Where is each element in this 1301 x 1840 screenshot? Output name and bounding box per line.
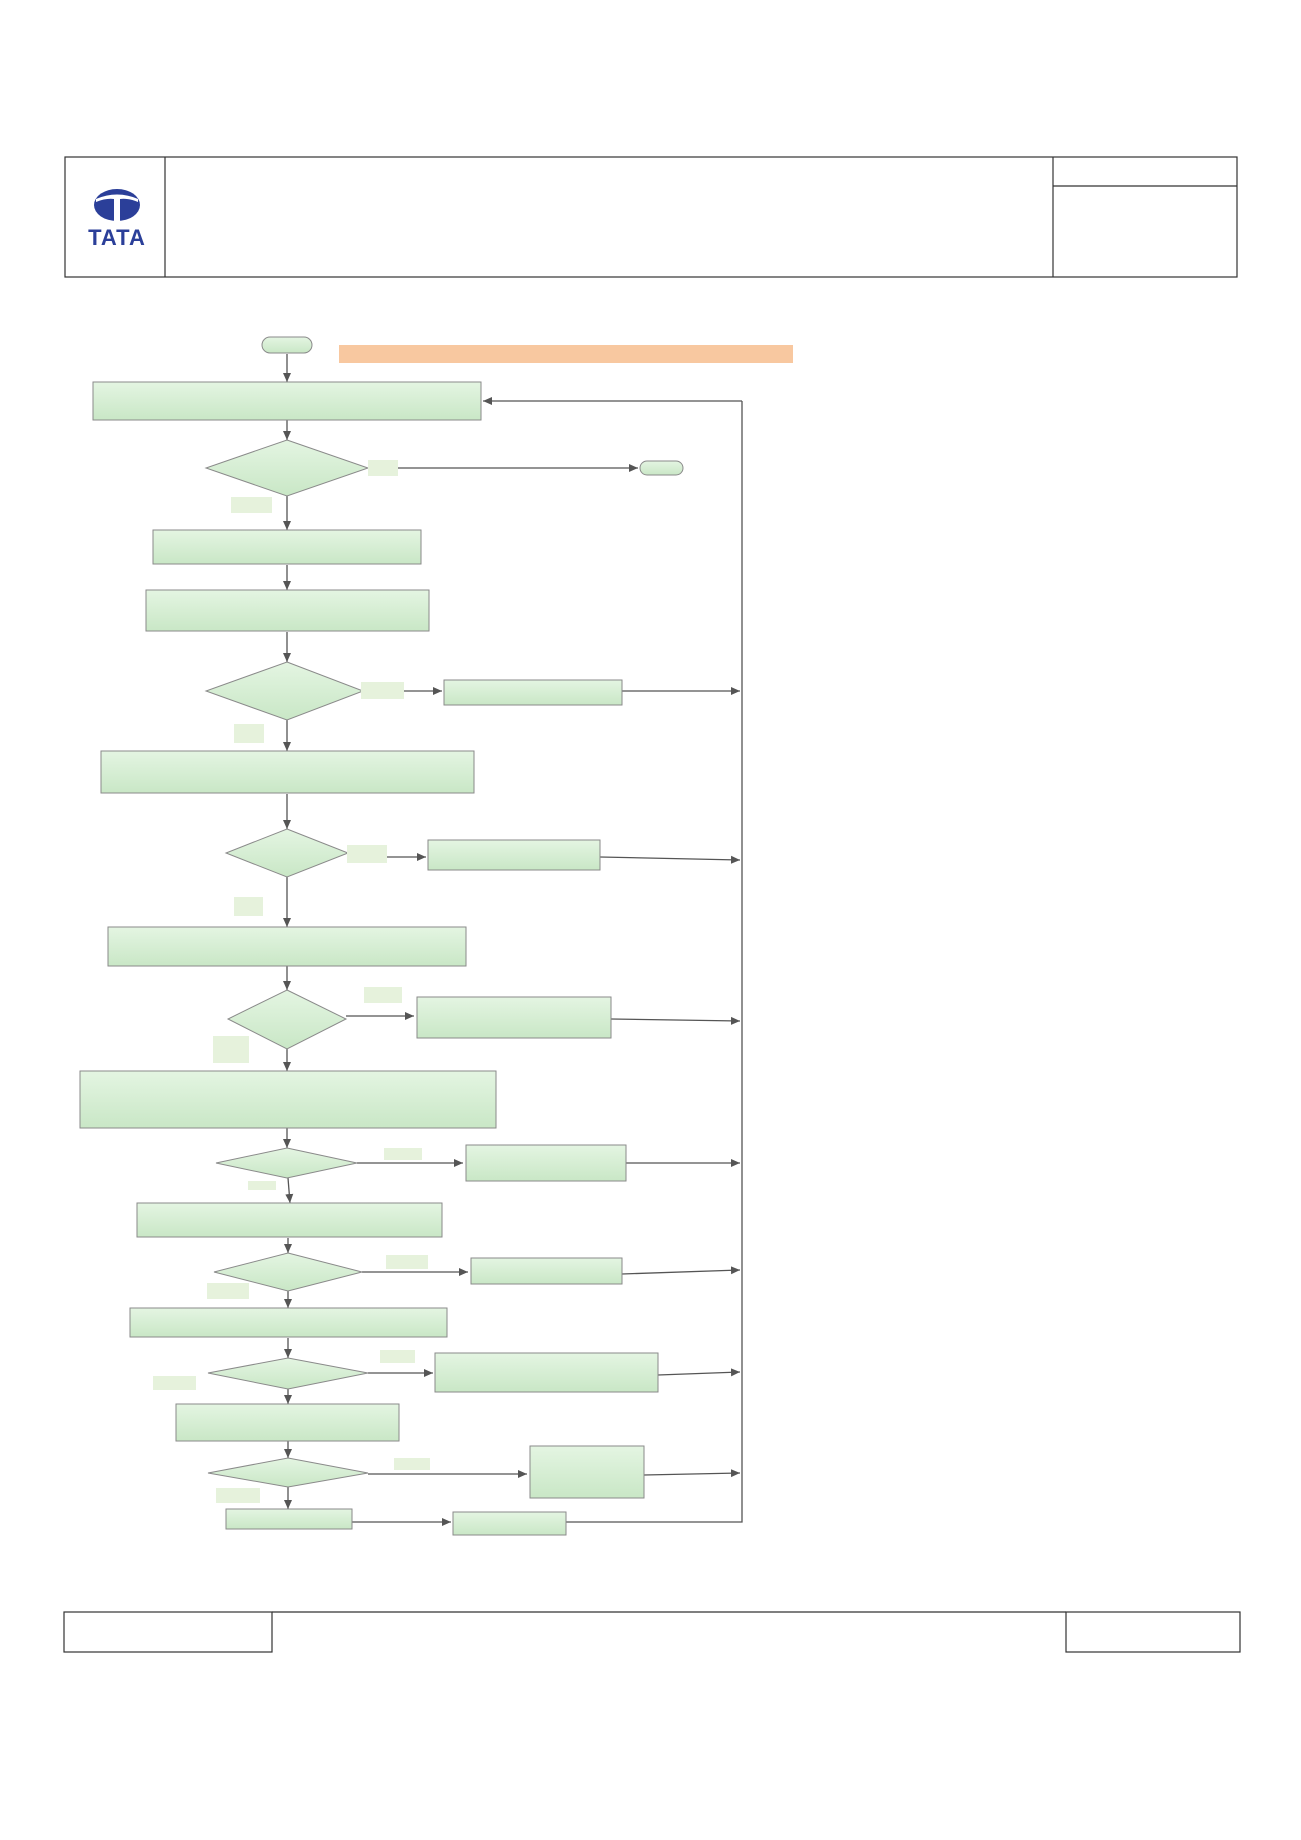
branch-box-7	[529, 1445, 645, 1499]
process-box-10	[225, 1508, 353, 1530]
branch-label	[153, 1376, 196, 1390]
branch-label	[380, 1350, 415, 1363]
branch-label	[234, 724, 264, 743]
terminals	[261, 336, 684, 476]
footer-left-box	[63, 1611, 273, 1653]
process-box-7	[136, 1202, 443, 1238]
footer-right-box	[1065, 1611, 1241, 1653]
branch-label	[231, 497, 272, 513]
decision-3	[224, 828, 350, 878]
branch-label	[361, 682, 404, 699]
branch-label	[234, 897, 263, 916]
branch-label	[368, 460, 398, 476]
branch-box-3	[416, 996, 612, 1039]
branch-box-1	[443, 679, 623, 706]
title-banner	[339, 345, 793, 363]
branch-label	[384, 1148, 422, 1160]
branch-label	[386, 1255, 428, 1269]
branch-box-8	[452, 1511, 567, 1536]
branch-box-5	[470, 1257, 623, 1285]
process-box-8	[129, 1307, 448, 1338]
branch-label	[364, 987, 402, 1003]
branch-label	[216, 1488, 260, 1503]
process-box-1	[92, 381, 482, 421]
decision-5	[215, 1147, 358, 1179]
end-terminal	[639, 460, 684, 476]
decision-7	[207, 1357, 369, 1390]
branch-box-2	[427, 839, 601, 871]
process-box-2	[152, 529, 422, 565]
header-frame	[64, 156, 1238, 278]
document-footer	[63, 1611, 1241, 1653]
branch-box-6	[434, 1352, 659, 1393]
decision-8	[207, 1457, 369, 1488]
process-box-9	[175, 1403, 400, 1442]
branch-label	[394, 1458, 430, 1470]
decision-4	[226, 989, 348, 1050]
branch-label	[213, 1036, 249, 1063]
branch-label	[248, 1181, 276, 1190]
branch-labels	[153, 460, 430, 1503]
branch-box-4	[465, 1144, 627, 1182]
process-box-3	[145, 589, 430, 632]
decisions	[204, 439, 370, 1488]
document-header	[64, 156, 1238, 278]
logo-wordmark: TATA	[88, 225, 146, 250]
process-box-5	[107, 926, 467, 967]
decision-1	[204, 439, 370, 497]
process-box-6	[79, 1070, 497, 1129]
process-box-4	[100, 750, 475, 794]
tata-emblem-icon	[94, 189, 140, 221]
tata-logo: TATA	[88, 189, 146, 250]
decision-6	[213, 1252, 363, 1292]
process-boxes	[79, 381, 659, 1536]
connectors	[283, 354, 743, 1526]
branch-label	[347, 845, 387, 863]
start-terminal	[261, 336, 313, 354]
decision-2	[204, 661, 365, 721]
branch-label	[207, 1283, 249, 1299]
